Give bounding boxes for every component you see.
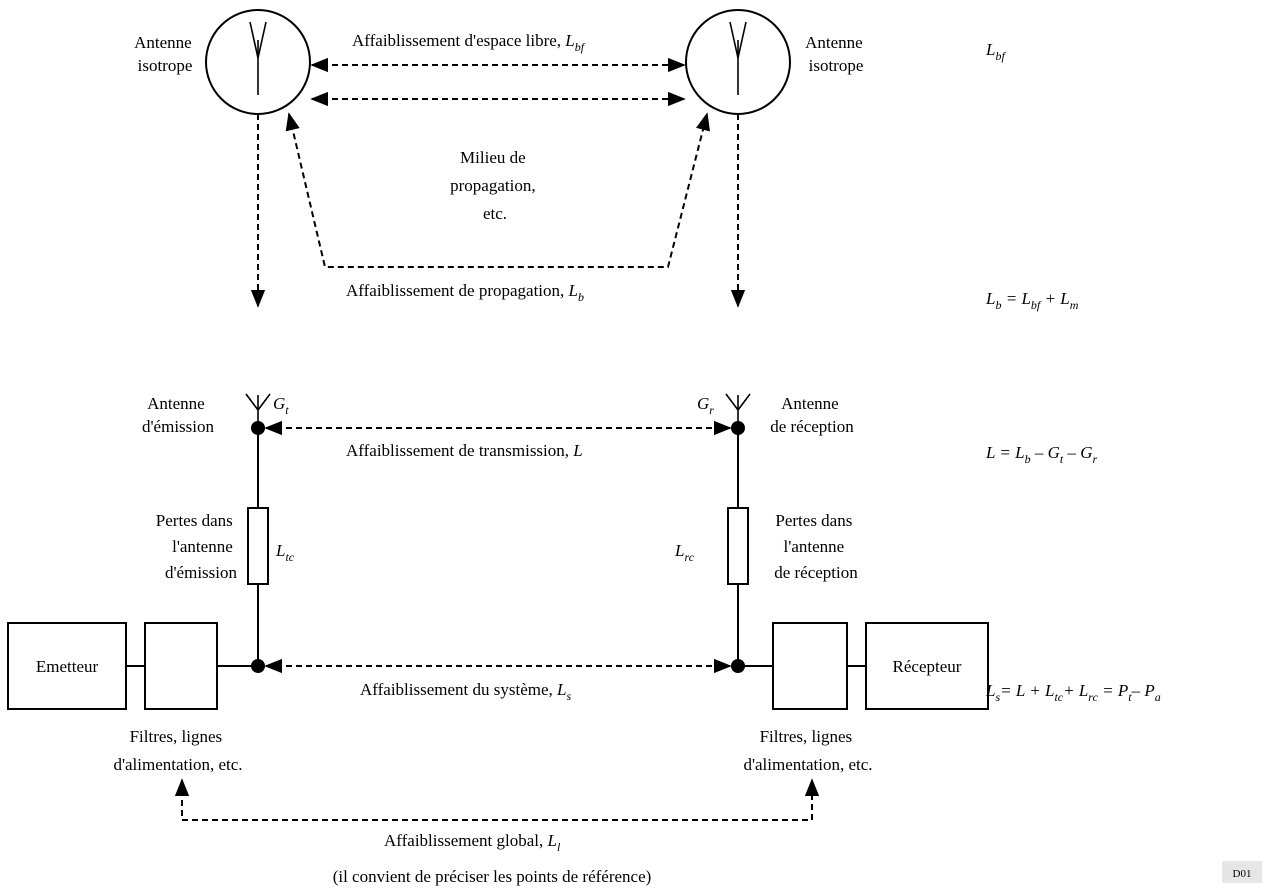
reference-note: (il convient de préciser les points de r… — [333, 867, 652, 886]
receive-antenna-label: Antenne de réception — [770, 394, 854, 436]
rx-filter-box — [772, 622, 848, 710]
svg-text:Ls= L + Ltc+ Lrc = Pt– Pa: Ls= L + Ltc+ Lrc = Pt– Pa — [985, 681, 1161, 704]
system-label: Affaiblissement du système, Ls — [360, 680, 572, 703]
filters-label-right: Filtres, lignes d'alimentation, etc. — [743, 727, 872, 774]
figure-code-box — [1222, 861, 1262, 883]
global-arrow — [174, 778, 820, 821]
transmission-label: Affaiblissement de transmission, L — [346, 441, 583, 460]
lrc-label: Lrc — [674, 541, 695, 564]
global-label: Affaiblissement global, Ll — [384, 831, 561, 854]
filters-label-left: Filtres, lignes d'alimentation, etc. — [113, 727, 242, 774]
tx-loss-box — [247, 507, 269, 585]
tx-filter-box — [144, 622, 218, 710]
equation-ls: Ls= L + Ltc+ Lrc = Pt– Pa — [985, 681, 1161, 704]
ltc-label: Ltc — [275, 541, 295, 564]
svg-text:L = Lb – Gt – Gr: L = Lb – Gt – Gr — [985, 443, 1097, 466]
isotropic-antenna-left — [205, 9, 311, 115]
emetteur-label: Emetteur — [36, 657, 99, 676]
tx-losses-label: Pertes dans l'antenne d'émission — [156, 511, 238, 582]
recepteur-label: Récepteur — [893, 657, 962, 676]
rx-losses-label: Pertes dans l'antenne de réception — [774, 511, 858, 582]
rx-system-node — [731, 659, 745, 673]
figure-code: D01 — [1233, 868, 1252, 880]
recepteur-box — [865, 622, 989, 710]
isotropic-label-left: Antenne isotrope — [134, 33, 196, 75]
isotropic-label-right: Antenne isotrope — [805, 33, 867, 75]
equation-l: L = Lb – Gt – Gr — [985, 443, 1097, 466]
rx-loss-box — [727, 507, 749, 585]
equation-lbf: Lbf — [985, 40, 1006, 63]
tx-system-node — [251, 659, 265, 673]
svg-text:Lb = Lbf + Lm: Lb = Lbf + Lm — [985, 289, 1079, 312]
gt-label: Gt — [273, 394, 289, 417]
free-space-label: Affaiblissement d'espace libre, Lbf — [352, 31, 586, 54]
equation-lb: Lb = Lbf + Lm — [985, 289, 1079, 312]
gr-label: Gr — [697, 394, 714, 417]
propagation-label: Affaiblissement de propagation, Lb — [346, 281, 584, 304]
medium-label: Milieu de propagation, etc. — [450, 148, 540, 223]
svg-text:Lbf: Lbf — [985, 40, 1006, 63]
isotropic-antenna-right — [685, 9, 791, 115]
transmit-antenna-label: Antenne d'émission — [142, 394, 215, 436]
